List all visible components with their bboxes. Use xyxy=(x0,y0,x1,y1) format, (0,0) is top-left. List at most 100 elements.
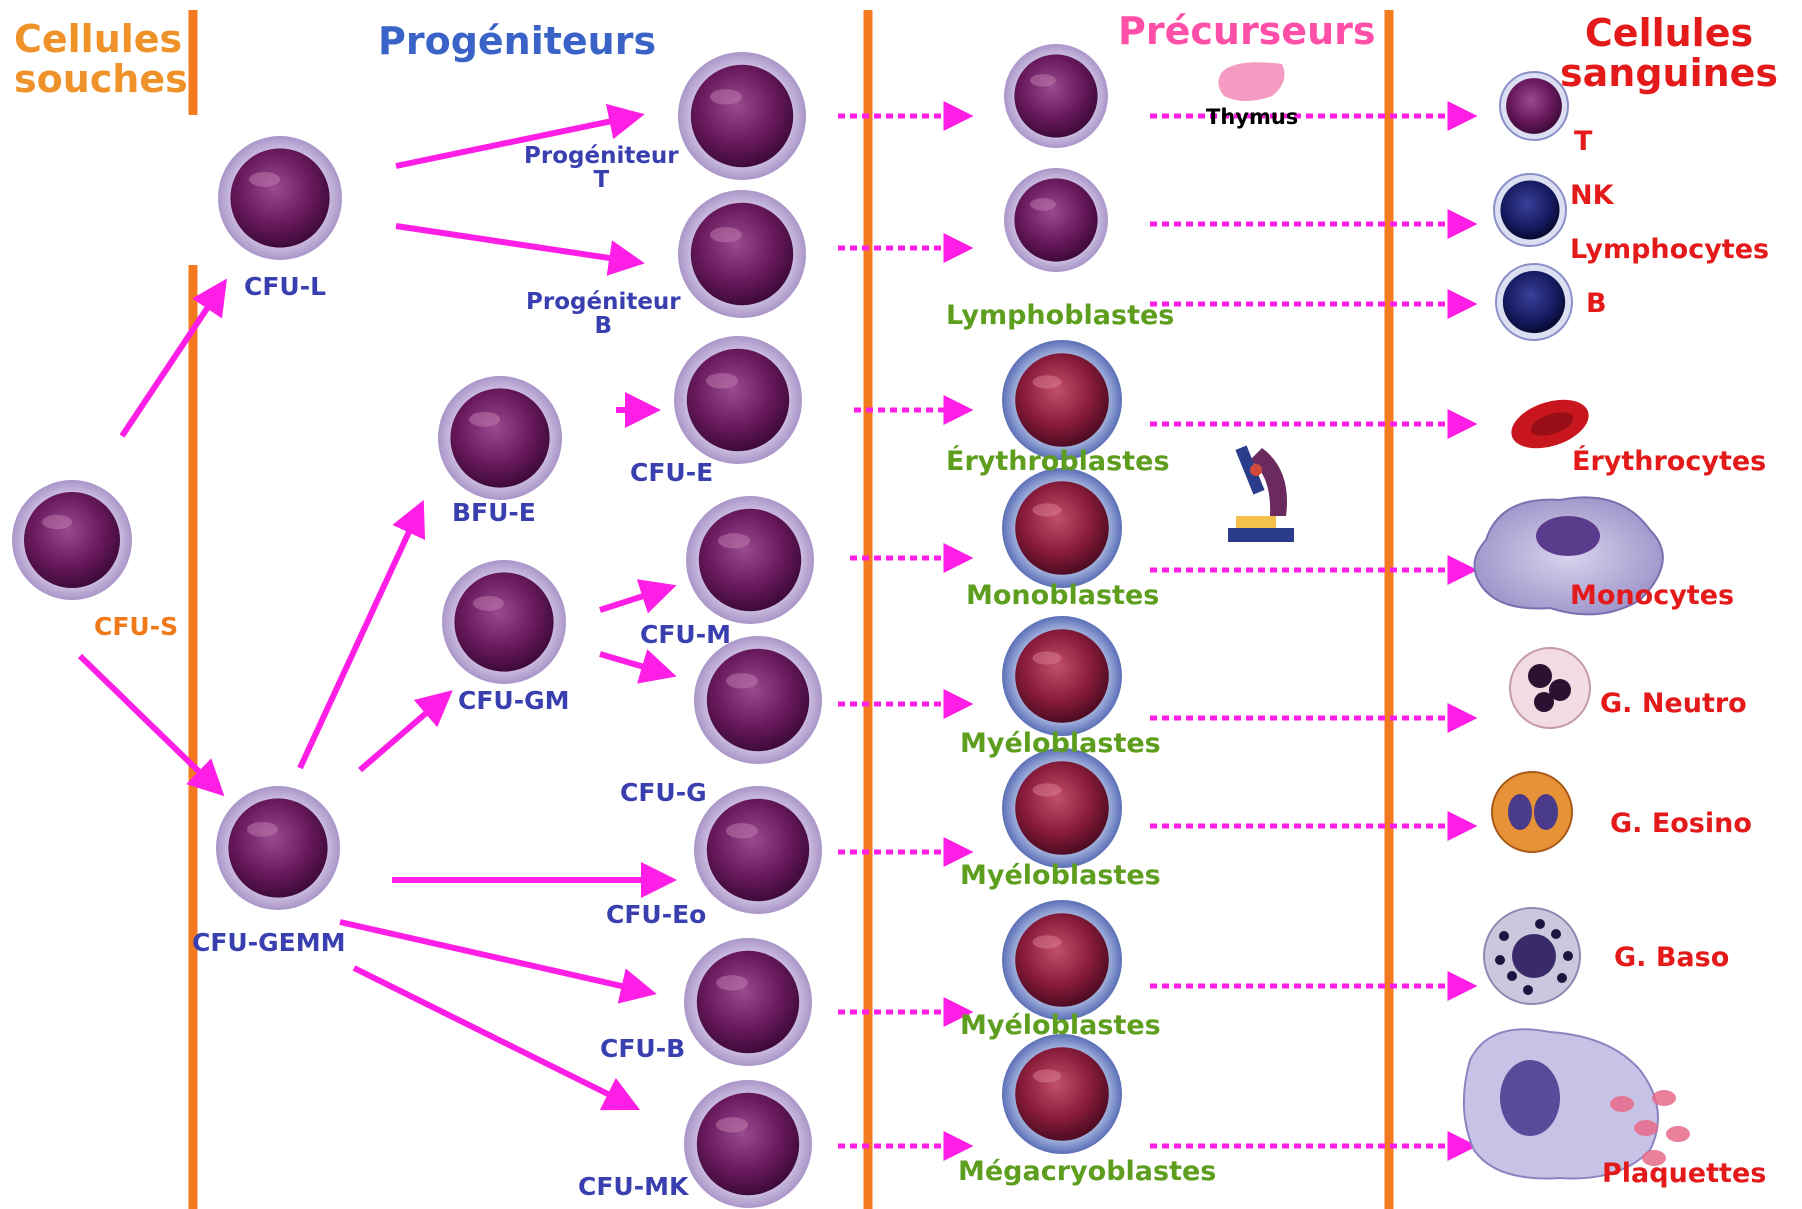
label-myeloblasts-3: Myéloblastes xyxy=(960,1012,1161,1040)
cell-cfu-e-highlight xyxy=(706,373,738,388)
cell-progenitor-b-nucleus xyxy=(691,203,793,305)
cell-myeloblast-3-nucleus xyxy=(1015,913,1109,1007)
label-progenitor-b: Progéniteur B xyxy=(526,290,681,338)
cell-cfu-gemm-nucleus xyxy=(228,798,327,897)
cell-cfu-s-highlight xyxy=(42,515,72,529)
label-progenitor-t-line2: T xyxy=(524,168,679,192)
microscope-knob xyxy=(1250,464,1262,476)
cell-cfu-b-nucleus xyxy=(697,951,799,1053)
label-cfu-gemm: CFU-GEMM xyxy=(192,930,345,956)
cell-monoblast xyxy=(1002,468,1122,588)
cell-cfu-m-highlight xyxy=(718,533,750,548)
cell-progenitor-b xyxy=(678,190,806,318)
cell-cfu-m-nucleus xyxy=(699,509,801,611)
cell-precursor-nk xyxy=(1004,168,1108,272)
basophil-granule-1 xyxy=(1507,971,1517,981)
cell-cfu-eo xyxy=(694,786,822,914)
arrow-cfu-s-to-cfu-l xyxy=(122,286,222,436)
label-bfu-e: BFU-E xyxy=(452,500,536,526)
cells xyxy=(12,44,1690,1208)
label-basophil: G. Baso xyxy=(1614,944,1729,972)
cell-precursor-t-highlight xyxy=(1030,74,1056,86)
header-progenitors: Progéniteurs xyxy=(378,22,656,62)
label-progenitor-b-line2: B xyxy=(526,314,681,338)
eosinophil-lobe-2 xyxy=(1534,794,1558,830)
arrow-cfu-gm-to-cfu-g xyxy=(600,654,668,674)
cell-b-lymphocyte-nucleus xyxy=(1503,271,1565,333)
microscope-stage xyxy=(1236,516,1276,528)
cell-cfu-gemm-highlight xyxy=(247,822,278,837)
cell-cfu-gm-nucleus xyxy=(454,572,553,671)
cell-cfu-m xyxy=(686,496,814,624)
cell-cfu-g-highlight xyxy=(726,673,758,688)
header-stem-cells: Cellules souches xyxy=(14,20,188,100)
cell-progenitor-t xyxy=(678,52,806,180)
label-platelets: Plaquettes xyxy=(1602,1160,1766,1188)
cell-myeloblast-1-nucleus xyxy=(1015,629,1109,723)
header-stem-line1: Cellules xyxy=(14,20,188,60)
cell-megakaryoblast-highlight xyxy=(1033,1069,1062,1082)
label-progenitor-b-line1: Progéniteur xyxy=(526,290,681,314)
label-t-lymphocyte: T xyxy=(1574,128,1592,156)
cell-megakaryocyte xyxy=(1464,1029,1690,1178)
label-megakaryoblasts: Mégacryoblastes xyxy=(958,1158,1216,1186)
label-lymphoblasts: Lymphoblastes xyxy=(946,302,1174,330)
cell-erythroblast-highlight xyxy=(1033,375,1062,388)
megakaryocyte-nucleus xyxy=(1500,1060,1560,1136)
cell-myeloblast-2 xyxy=(1002,748,1122,868)
cell-megakaryoblast-nucleus xyxy=(1015,1047,1109,1141)
basophil-granule-7 xyxy=(1563,951,1573,961)
header-blood-line2: sanguines xyxy=(1560,54,1778,94)
label-eosinophil: G. Eosino xyxy=(1610,810,1752,838)
cell-nk-lymphocyte-nucleus xyxy=(1500,180,1559,239)
cell-myeloblast-2-nucleus xyxy=(1015,761,1109,855)
cell-myeloblast-1-highlight xyxy=(1033,651,1062,664)
label-cfu-m: CFU-M xyxy=(640,622,731,648)
label-erythrocytes: Érythrocytes xyxy=(1572,448,1766,476)
cell-cfu-b xyxy=(684,938,812,1066)
cell-cfu-s-nucleus xyxy=(24,492,120,588)
cell-cfu-gemm xyxy=(216,786,340,910)
cell-cfu-mk-highlight xyxy=(716,1117,748,1132)
cell-precursor-t xyxy=(1004,44,1108,148)
cell-bfu-e-nucleus xyxy=(450,388,549,487)
label-cfu-eo: CFU-Eo xyxy=(606,902,706,928)
header-blood-cells: Cellules sanguines xyxy=(1560,14,1778,94)
platelet-1 xyxy=(1634,1120,1658,1136)
label-thymus: Thymus xyxy=(1206,106,1298,128)
header-precursors: Précurseurs xyxy=(1118,12,1375,52)
cell-b-lymphocyte xyxy=(1496,264,1572,340)
cell-progenitor-t-nucleus xyxy=(691,65,793,167)
arrow-cfu-gemm-to-cfu-gm xyxy=(360,696,446,770)
label-progenitor-t: Progéniteur T xyxy=(524,144,679,192)
cell-cfu-l xyxy=(218,136,342,260)
basophil-granule-2 xyxy=(1551,929,1561,939)
arrow-cfu-gm-to-cfu-m xyxy=(600,588,668,610)
neutrophil-lobe-1 xyxy=(1528,664,1552,688)
cell-cfu-l-highlight xyxy=(249,172,280,187)
header-stem-line2: souches xyxy=(14,60,188,100)
cell-precursor-nk-highlight xyxy=(1030,198,1056,210)
thymus-icon xyxy=(1218,62,1284,101)
cell-t-lymphocyte xyxy=(1500,72,1568,140)
cell-eosinophil xyxy=(1492,772,1572,852)
label-neutrophil: G. Neutro xyxy=(1600,690,1747,718)
label-cfu-gm: CFU-GM xyxy=(458,688,570,714)
cell-cfu-b-highlight xyxy=(716,975,748,990)
cell-progenitor-b-highlight xyxy=(710,227,742,242)
platelet-3 xyxy=(1666,1126,1690,1142)
label-monoblasts: Monoblastes xyxy=(966,582,1159,610)
cell-monoblast-nucleus xyxy=(1015,481,1109,575)
cell-bfu-e-highlight xyxy=(469,412,500,427)
arrow-cfu-gemm-to-bfu-e xyxy=(300,508,420,768)
cell-precursor-nk-nucleus xyxy=(1014,178,1097,261)
platelet-2 xyxy=(1652,1090,1676,1106)
label-lymphocytes: Lymphocytes xyxy=(1570,236,1769,264)
cell-progenitor-t-highlight xyxy=(710,89,742,104)
cell-t-lymphocyte-nucleus xyxy=(1506,78,1562,134)
cell-myeloblast-2-highlight xyxy=(1033,783,1062,796)
cell-neutrophil xyxy=(1510,648,1590,728)
header-blood-line1: Cellules xyxy=(1560,14,1778,54)
